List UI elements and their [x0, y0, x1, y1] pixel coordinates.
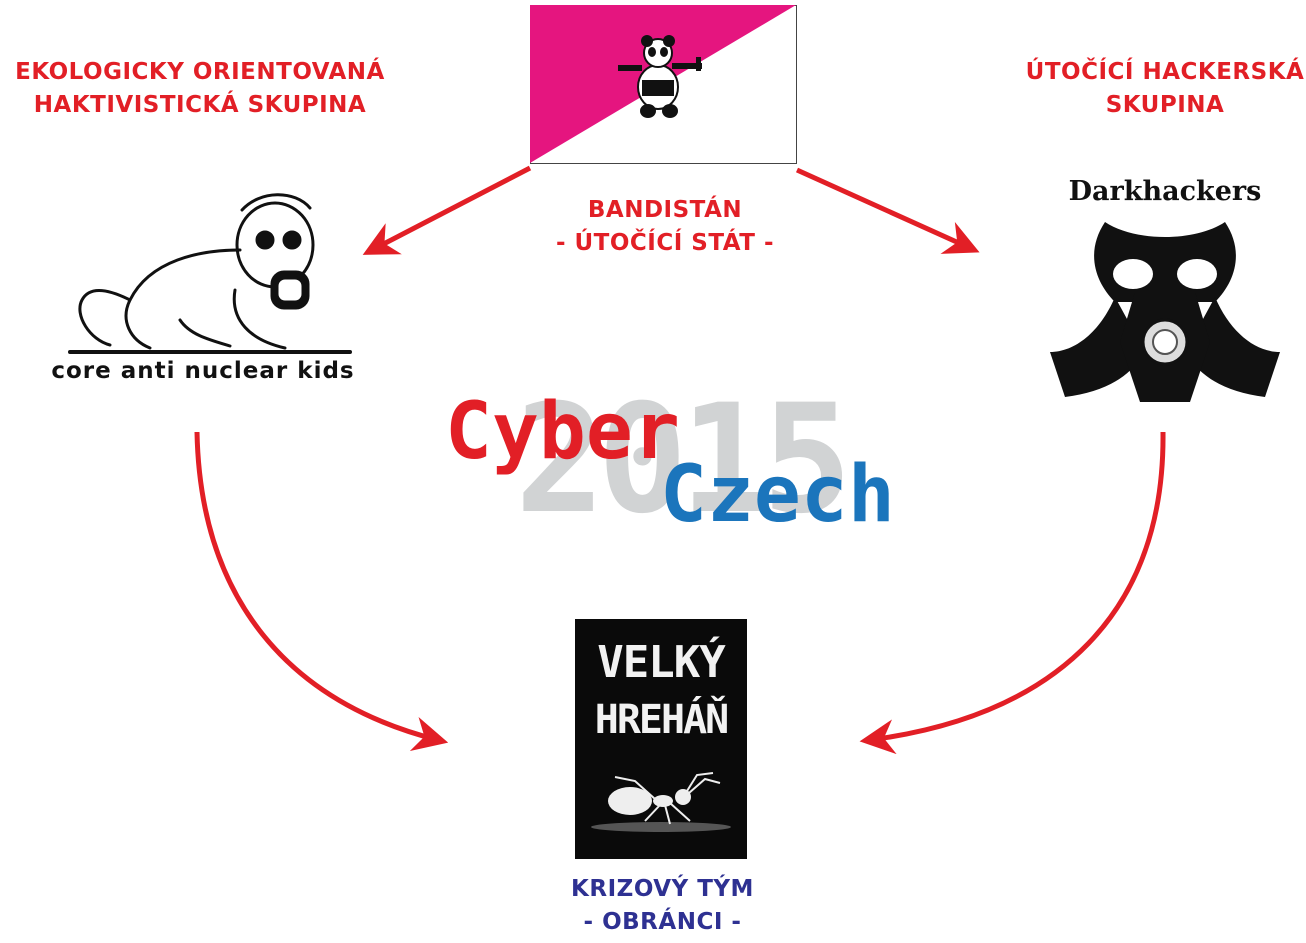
defenders-title: KRIZOVÝ TÝM: [571, 876, 754, 902]
panda-flag-icon: [530, 5, 797, 164]
cyber-wordmark: Cyber: [445, 387, 680, 477]
czech-wordmark: Czech: [660, 450, 895, 540]
eco-heading-line-2: HAKTIVISTICKÁ SKUPINA: [33, 92, 367, 118]
year-watermark: 2015: [515, 373, 852, 547]
arrow-bandistan-to-cank: [362, 165, 532, 255]
arrow-bandistan-to-darkhackers: [795, 167, 980, 254]
defenders-subtitle: - OBRÁNCI -: [583, 909, 742, 935]
ant-icon: [591, 772, 731, 832]
bandistan-subtitle: - ÚTOČÍCÍ STÁT -: [555, 230, 775, 256]
attacking-hackers-heading: ÚTOČÍCÍ HACKERSKÁ SKUPINA: [1000, 56, 1306, 122]
eco-heading-line-1: EKOLOGICKY ORIENTOVANÁ: [15, 59, 385, 85]
gas-mask-skull-icon: [1050, 222, 1280, 402]
bandistan-label: BANDISTÁN - ÚTOČÍCÍ STÁT -: [540, 194, 790, 260]
cank-logo-caption: core anti nuclear kids: [51, 358, 355, 384]
defenders-poster: VELKÝ HREHÁŇ: [575, 619, 747, 859]
eco-hacktivist-heading: EKOLOGICKY ORIENTOVANÁ HAKTIVISTICKÁ SKU…: [0, 56, 400, 122]
attack-heading-line-1: ÚTOČÍCÍ HACKERSKÁ: [1025, 59, 1305, 85]
attack-heading-line-2: SKUPINA: [1105, 92, 1225, 118]
bandistan-title: BANDISTÁN: [587, 197, 743, 223]
darkhackers-logo-caption: Darkhackers: [1068, 176, 1262, 207]
arrow-cank-to-defenders: [194, 431, 449, 751]
poster-title-line-1: VELKÝ: [597, 637, 725, 688]
poster-title-line-2: HREHÁŇ: [594, 697, 730, 743]
arrow-darkhackers-to-defenders: [859, 431, 1166, 755]
defenders-label: KRIZOVÝ TÝM - OBRÁNCI -: [530, 873, 795, 939]
gas-mask-baby-icon: [68, 193, 352, 354]
